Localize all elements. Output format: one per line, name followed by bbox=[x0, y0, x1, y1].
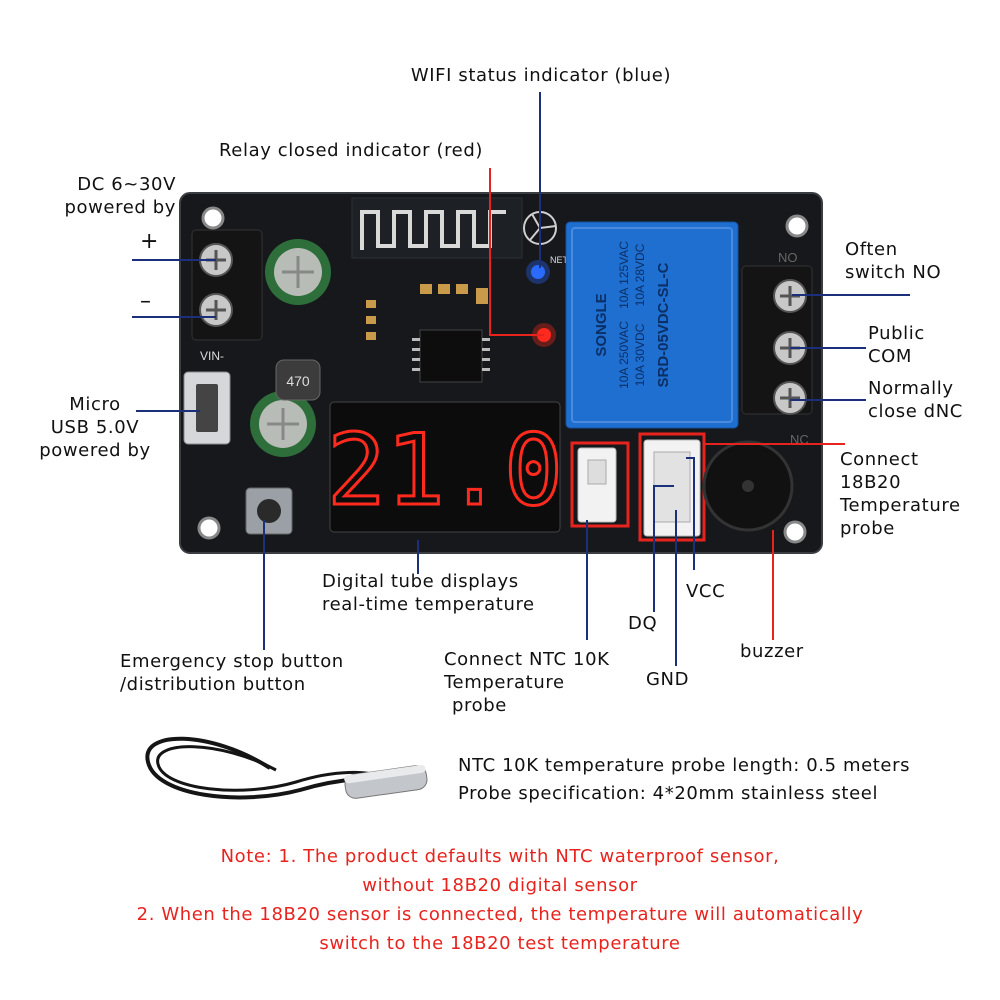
digital-tube-label: Digital tube displays real-time temperat… bbox=[322, 571, 535, 615]
ntc-connector-label: Connect NTC 10K Temperature probe bbox=[444, 649, 610, 716]
digital-tube-display bbox=[329, 401, 561, 533]
mounting-hole bbox=[197, 516, 221, 540]
relay bbox=[565, 221, 739, 429]
plus-terminal-label: + bbox=[140, 229, 160, 254]
capacitor-top bbox=[265, 239, 331, 305]
normally-close-label: Normally close dNC bbox=[868, 378, 963, 422]
buzzer-label: buzzer bbox=[740, 641, 804, 662]
mounting-hole bbox=[783, 520, 807, 544]
terminal-no-label: NO bbox=[778, 250, 798, 265]
probe-spec: Probe specification: 4*20mm stainless st… bbox=[458, 783, 879, 804]
inductor-label: 470 bbox=[286, 373, 310, 389]
minus-terminal-label: – bbox=[140, 289, 152, 314]
wifi-antenna-trace bbox=[360, 210, 506, 250]
microcontroller-chip bbox=[419, 329, 483, 383]
note-line-4: switch to the 18B20 test temperature bbox=[319, 933, 681, 954]
relay-brand: SONGLE bbox=[593, 293, 610, 356]
ntc-highlight-box bbox=[570, 441, 630, 528]
inductor bbox=[275, 359, 321, 401]
relay-rating-3: 10A 30VDC bbox=[633, 323, 647, 386]
mounting-hole bbox=[785, 214, 809, 238]
emergency-stop-label: Emergency stop button /distribution butt… bbox=[120, 651, 344, 695]
wifi-status-led bbox=[531, 265, 545, 279]
often-switch-no-label: Often switch NO bbox=[845, 239, 942, 283]
relay-rating-2: 10A 125VAC bbox=[617, 241, 631, 309]
gnd-label: GND bbox=[646, 669, 690, 690]
note-line-1: Note: 1. The product defaults with NTC w… bbox=[220, 846, 780, 867]
mounting-hole bbox=[201, 206, 225, 230]
vcc-label: VCC bbox=[686, 581, 726, 602]
relay-rating-4: 10A 28VDC bbox=[633, 243, 647, 306]
wifi-indicator-label: WIFI status indicator (blue) bbox=[410, 65, 672, 86]
relay-rating-1: 10A 250VAC bbox=[617, 321, 631, 389]
public-com-label: Public COM bbox=[868, 323, 925, 367]
ntc-probe-illustration bbox=[145, 736, 428, 800]
relay-indicator-label: Relay closed indicator (red) bbox=[219, 140, 483, 161]
dc-power-label: DC 6~30V powered by bbox=[64, 174, 176, 218]
pointer-lines bbox=[132, 92, 910, 666]
net-led-label: NET bbox=[550, 255, 569, 265]
red-pointer-lines bbox=[489, 168, 845, 640]
dq-label: DQ bbox=[628, 613, 658, 634]
relay-text: SONGLE 10A 250VAC 10A 125VAC 10A 30VDC 1… bbox=[593, 241, 672, 389]
display-digits: 21.0 bbox=[327, 414, 563, 528]
ntc-connector bbox=[577, 447, 617, 523]
vin-label: VIN- bbox=[200, 349, 224, 363]
note-line-3: 2. When the 18B20 sensor is connected, t… bbox=[136, 904, 864, 925]
connect-18b20-label: Connect 18B20 Temperature probe bbox=[840, 449, 961, 539]
note-line-2: without 18B20 digital sensor bbox=[362, 875, 638, 896]
capacitor-bottom bbox=[250, 391, 316, 457]
micro-usb-label: Micro USB 5.0V powered by bbox=[39, 394, 151, 461]
power-terminal-block bbox=[191, 229, 263, 341]
relay-model: SRD-05VDC-SL-C bbox=[655, 262, 672, 387]
probe-length-spec: NTC 10K temperature probe length: 0.5 me… bbox=[458, 755, 911, 776]
